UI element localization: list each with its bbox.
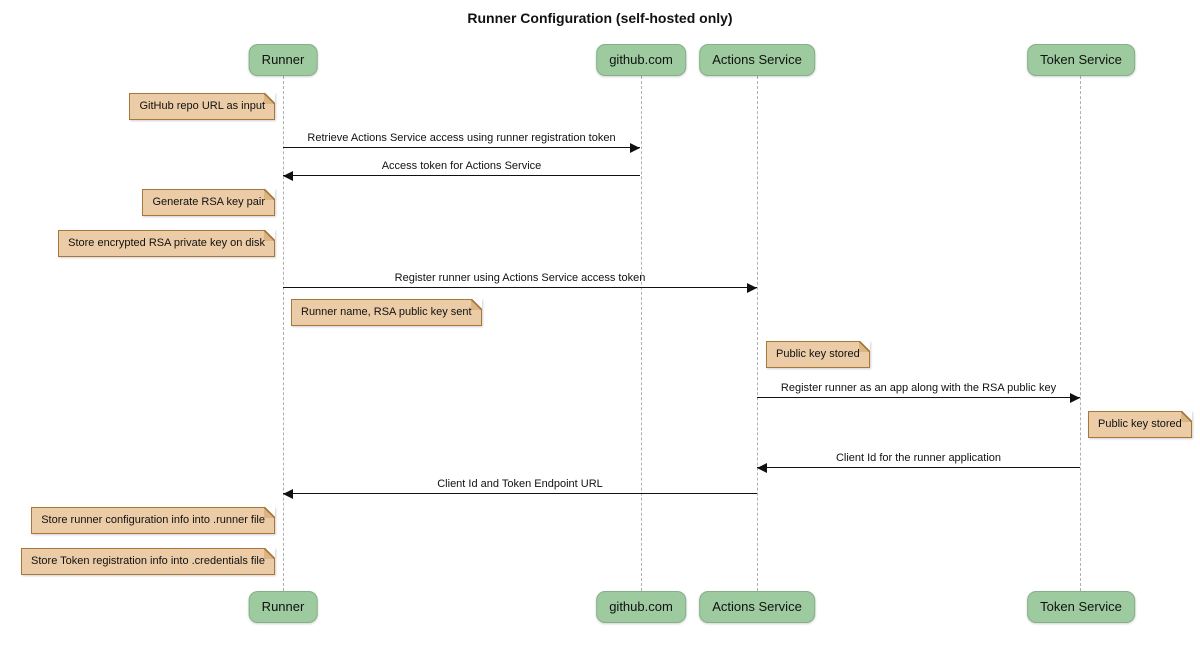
note-fold-icon [858,341,870,352]
note-github-repo-url: GitHub repo URL as input [129,93,275,120]
note-fold-icon [470,299,482,310]
note-label: Public key stored [1098,418,1182,430]
participant-github-top: github.com [596,44,686,76]
arrowhead-left-icon [283,171,293,181]
note-generate-rsa-key: Generate RSA key pair [142,189,275,216]
message-client-id-endpoint: Client Id and Token Endpoint URL [283,478,757,499]
participant-runner-top: Runner [248,44,318,76]
message-label: Register runner as an app along with the… [780,382,1057,394]
message-register-runner: Register runner using Actions Service ac… [283,272,757,293]
note-label: Store encrypted RSA private key on disk [68,237,265,249]
message-label: Client Id for the runner application [835,452,1002,464]
note-fold-icon [264,230,275,241]
note-fold-icon [1180,411,1192,422]
note-store-runner-file: Store runner configuration info into .ru… [31,507,275,534]
lifeline-token-service [1080,76,1081,591]
message-client-id: Client Id for the runner application [757,452,1080,473]
note-label: Public key stored [776,348,860,360]
participant-actions-service-top: Actions Service [699,44,815,76]
arrowhead-left-icon [757,463,767,473]
note-fold-icon [264,189,275,200]
message-label: Access token for Actions Service [381,160,542,172]
note-public-key-stored-actions: Public key stored [766,341,870,368]
arrowhead-right-icon [630,143,640,153]
note-label: Generate RSA key pair [152,196,265,208]
message-label: Register runner using Actions Service ac… [394,272,646,284]
message-register-runner-app: Register runner as an app along with the… [757,382,1080,403]
note-label: Runner name, RSA public key sent [301,306,472,318]
note-fold-icon [264,548,275,559]
note-label: GitHub repo URL as input [139,100,265,112]
note-label: Store runner configuration info into .ru… [41,514,265,526]
message-line [283,283,757,293]
diagram-title: Runner Configuration (self-hosted only) [467,10,733,26]
note-label: Store Token registration info into .cred… [31,555,265,567]
message-label: Retrieve Actions Service access using ru… [307,132,616,144]
arrowhead-right-icon [1070,393,1080,403]
note-fold-icon [264,507,275,518]
message-line [283,489,757,499]
arrowhead-right-icon [747,283,757,293]
message-line [283,143,640,153]
participant-token-service-top: Token Service [1027,44,1135,76]
participant-runner-bottom: Runner [248,591,318,623]
note-fold-icon [264,93,275,104]
participant-github-bottom: github.com [596,591,686,623]
note-public-key-stored-token: Public key stored [1088,411,1192,438]
message-line [283,171,640,181]
participant-actions-service-bottom: Actions Service [699,591,815,623]
participant-token-service-bottom: Token Service [1027,591,1135,623]
message-retrieve-actions-access: Retrieve Actions Service access using ru… [283,132,640,153]
note-runner-name-sent: Runner name, RSA public key sent [291,299,482,326]
message-line [757,463,1080,473]
message-line [757,393,1080,403]
lifeline-github [641,76,642,591]
message-label: Client Id and Token Endpoint URL [437,478,603,490]
arrowhead-left-icon [283,489,293,499]
note-store-credentials-file: Store Token registration info into .cred… [21,548,275,575]
note-store-private-key: Store encrypted RSA private key on disk [58,230,275,257]
lifeline-runner [283,76,284,591]
lifeline-actions-service [757,76,758,591]
message-access-token: Access token for Actions Service [283,160,640,181]
